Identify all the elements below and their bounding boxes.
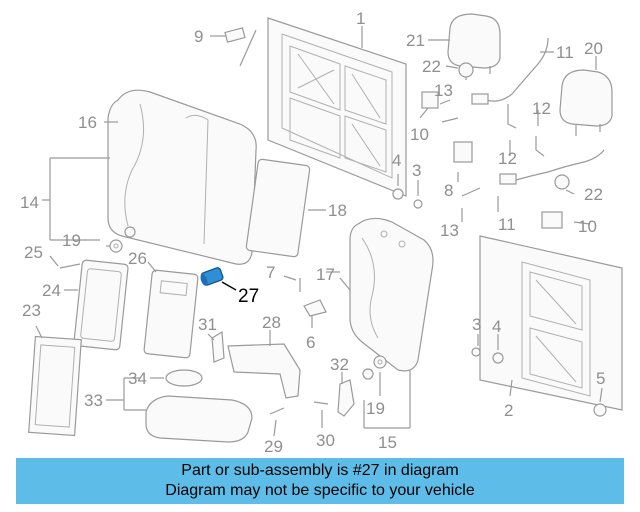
- callout-17: 17: [316, 265, 335, 284]
- panel-26-inner: [159, 280, 188, 297]
- leader-lines: [35, 26, 603, 437]
- panel-24-inner: [80, 268, 122, 342]
- cable-bracket-lower: [499, 173, 517, 185]
- callout-10-lower: 10: [578, 217, 597, 236]
- armrest-33: [145, 395, 253, 443]
- bracket-31: [211, 330, 225, 363]
- callout-21: 21: [406, 31, 425, 50]
- callout-11-upper: 11: [556, 43, 574, 62]
- callout-24: 24: [42, 281, 61, 300]
- callout-2: 2: [504, 401, 513, 420]
- callout-14: 14: [20, 193, 39, 212]
- bracket-6: [303, 299, 327, 317]
- callout-26: 26: [128, 249, 147, 268]
- right-seat-back-frame: [479, 235, 623, 411]
- screw-25: [59, 263, 81, 269]
- leader-27: [221, 281, 237, 291]
- callout-27: 27: [238, 286, 259, 307]
- callout-28: 28: [262, 313, 281, 332]
- screw-29: [269, 407, 285, 415]
- callout-1: 1: [356, 9, 365, 28]
- callout-3-lower: 3: [472, 315, 481, 334]
- callout-22-lower: 22: [584, 185, 603, 204]
- headrest-right: [559, 69, 613, 136]
- banner-disclaimer: Diagram may not be specific to your vehi…: [165, 482, 475, 499]
- callout-3-upper: 3: [412, 161, 421, 180]
- callout-20: 20: [584, 39, 603, 58]
- info-banner: Part or sub-assembly is #27 in diagram D…: [16, 458, 624, 504]
- callout-15: 15: [378, 433, 397, 452]
- callout-9: 9: [194, 27, 203, 46]
- cable-bracket-upper: [471, 93, 489, 105]
- callout-7: 7: [266, 263, 275, 282]
- screw-13-upper: [441, 117, 459, 123]
- bracket-10-upper: [421, 91, 439, 109]
- callout-numbers: 1 2 3 3 4 4 5 6 7 8 9 10 10 11 11 12 12 …: [20, 9, 605, 456]
- panel-24: [73, 259, 129, 351]
- callout-23: 23: [22, 301, 41, 320]
- callout-18: 18: [328, 201, 347, 220]
- callout-12-upper: 12: [498, 149, 517, 168]
- callout-4-upper: 4: [392, 151, 401, 170]
- nut-4-upper: [392, 188, 404, 200]
- callout-4-lower: 4: [492, 317, 501, 336]
- banner-part-note: Part or sub-assembly is #27 in diagram: [181, 462, 459, 479]
- panel-23-inner: [34, 344, 76, 428]
- right-seat-back-cover: [349, 217, 434, 372]
- panel-26: [143, 269, 199, 359]
- guide-22-lower: [554, 174, 570, 190]
- callout-33: 33: [84, 391, 103, 410]
- callout-30: 30: [316, 431, 335, 450]
- bolt-3-upper: [413, 199, 423, 209]
- nut-4-lower: [492, 352, 504, 364]
- callout-13-lower: 13: [440, 221, 459, 240]
- seat-back-frame: [267, 17, 407, 197]
- parts-diagram: 1 2 3 3 4 4 5 6 7 8 9 10 10 11 11 12 12 …: [20, 9, 623, 456]
- screw-13-lower: [461, 187, 481, 197]
- callout-10-upper: 10: [410, 125, 429, 144]
- washer-extra-left: [124, 226, 136, 238]
- cable-lower: [515, 149, 605, 181]
- callout-11-lower: 11: [498, 215, 516, 234]
- callout-5: 5: [596, 369, 605, 388]
- bracket-12-lower: [535, 136, 545, 157]
- callout-16: 16: [78, 113, 97, 132]
- callout-13-upper: 13: [434, 81, 453, 100]
- bracket-10-lower: [541, 211, 563, 229]
- callout-12-lower: 12: [532, 99, 551, 118]
- callout-6: 6: [306, 333, 315, 352]
- bolt-5: [593, 403, 607, 417]
- guide-22-upper: [458, 62, 474, 78]
- bolt-3-lower: [471, 347, 481, 357]
- callout-32: 32: [330, 355, 349, 374]
- washer-extra-right: [362, 368, 374, 380]
- washer-19-left-hole: [113, 243, 119, 249]
- bracket-8: [453, 141, 473, 163]
- callout-19-right: 19: [366, 399, 385, 418]
- callout-22-upper: 22: [422, 57, 441, 76]
- clip-9: [224, 27, 246, 43]
- bracket-12-upper: [507, 104, 517, 129]
- washer-19-right: [373, 355, 387, 369]
- washer-19-left: [109, 239, 123, 253]
- left-seat-back-cover: [107, 89, 257, 265]
- part-27-sleeve: [200, 267, 224, 286]
- callout-8: 8: [444, 181, 453, 200]
- cupholder-34: [165, 369, 203, 387]
- panel-23: [28, 335, 82, 437]
- screw-30: [313, 401, 329, 405]
- callout-29: 29: [264, 437, 283, 456]
- callout-31: 31: [198, 315, 217, 334]
- callout-34: 34: [128, 369, 147, 388]
- seat-back-pad: [245, 158, 311, 258]
- hinge-28: [227, 343, 301, 399]
- bracket-32: [337, 379, 355, 417]
- callout-19-left: 19: [62, 231, 81, 250]
- headrest-left: [447, 13, 501, 80]
- callout-25: 25: [24, 243, 43, 262]
- washer-19-right-hole: [377, 359, 383, 365]
